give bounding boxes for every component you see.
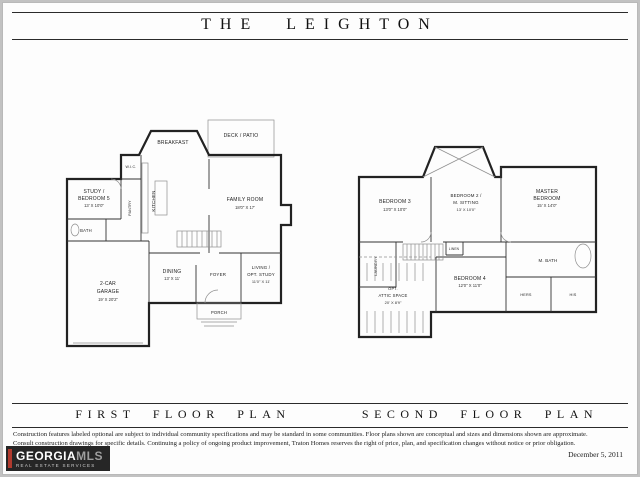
room-dims-bedroom-4: 12'0" X 11'0" <box>458 283 482 288</box>
room-label-laundry: LAUNDRY <box>374 256 378 276</box>
room-label-pantry: PANTRY <box>128 200 132 216</box>
logo-accent-bar <box>8 449 12 468</box>
kitchen-counter <box>141 162 149 234</box>
room-dims-study: 13' X 10'0" <box>84 203 104 208</box>
first-floor-interior-walls <box>67 155 281 303</box>
room-dims-attic-space: 20' X 8'9" <box>385 300 402 305</box>
page-title: THE LEIGHTON <box>201 16 439 33</box>
door-swings <box>420 231 512 243</box>
deck-patio-outline <box>207 119 275 158</box>
room-label-porch: PORCH <box>211 310 227 315</box>
revision-date: December 5, 2011 <box>568 450 623 459</box>
second-floor-plan: BEDROOM 3 13'0" X 10'0" BEDROOM 2 / M. S… <box>357 145 598 339</box>
room-label-master-bedroom-line2: BEDROOM <box>533 196 560 202</box>
room-label-foyer: FOYER <box>210 272 226 277</box>
room-label-attic-opt: OPT. <box>388 286 398 291</box>
room-label-bath: BATH <box>80 228 92 233</box>
room-label-master-bath: M. BATH <box>539 258 558 263</box>
first-floor-caption: FIRST FLOOR PLAN <box>75 407 291 421</box>
first-floor-plan: DECK / PATIO BREAKFAST STUDY / BEDROOM 5… <box>65 119 293 348</box>
room-label-bedroom-2-line2: M. SITTING <box>453 200 479 205</box>
room-label-study: STUDY / <box>83 189 104 195</box>
attic-hatch-lines <box>366 263 424 333</box>
room-label-living-line2: OPT. STUDY <box>247 272 275 277</box>
room-label-study-line2: BEDROOM 5 <box>78 196 110 202</box>
room-label-attic-space: ATTIC SPACE <box>378 293 407 298</box>
room-label-hers-closet: HERS <box>520 293 532 297</box>
room-label-master-bedroom: MASTER <box>536 189 558 195</box>
room-label-bedroom-4: BEDROOM 4 <box>454 276 486 282</box>
logo-text-mls: MLS <box>76 448 104 463</box>
porch-outline <box>196 302 242 327</box>
room-label-bedroom-3: BEDROOM 3 <box>379 199 411 205</box>
door-swings <box>110 178 219 304</box>
room-label-wic: W.I.C. <box>126 165 137 169</box>
disclaimer-text: Construction features labeled optional a… <box>13 430 627 448</box>
room-label-deck-patio: DECK / PATIO <box>224 133 259 139</box>
room-label-bedroom-2: BEDROOM 2 / <box>451 193 483 198</box>
room-label-family-room: FAMILY ROOM <box>227 197 263 203</box>
first-floor-exterior-walls <box>65 129 293 348</box>
room-label-living: LIVING / <box>252 265 271 270</box>
room-label-garage-line2: GARAGE <box>97 289 120 295</box>
captions-divider-top <box>12 403 628 404</box>
staircase <box>176 230 222 248</box>
disclaimer-line-1: Construction features labeled optional a… <box>13 431 588 438</box>
bath-fixture <box>70 223 80 237</box>
room-label-breakfast: BREAKFAST <box>157 140 188 146</box>
logo-text-georgia: GEORGIA <box>16 448 77 463</box>
staircase <box>402 243 444 261</box>
room-dims-bedroom-3: 13'0" X 10'0" <box>383 207 407 212</box>
master-bath-tub <box>574 243 592 269</box>
second-floor-caption: SECOND FLOOR PLAN <box>361 407 599 421</box>
title-divider-bottom <box>12 39 628 40</box>
room-label-dining: DINING <box>163 269 182 275</box>
room-label-linen: LINEN <box>449 247 460 251</box>
captions-divider-bottom <box>12 427 628 428</box>
room-dims-bedroom-2: 13' X 10'0" <box>457 207 477 212</box>
logo-tagline: REAL ESTATE SERVICES <box>16 462 96 468</box>
kitchen-island <box>154 180 168 216</box>
room-label-his-closet: HIS <box>570 293 577 297</box>
room-label-garage: 2-CAR <box>100 281 116 287</box>
disclaimer-line-2: Consult construction drawings for specif… <box>13 440 576 448</box>
room-label-kitchen: KITCHEN <box>151 190 156 211</box>
bay-roof-lines <box>422 146 496 178</box>
room-dims-family-room: 18'0" X 17' <box>235 205 255 210</box>
title-divider-top <box>12 12 628 13</box>
room-dims-master-bedroom: 15' X 14'0" <box>537 203 557 208</box>
room-dims-garage: 19' X 20'2" <box>98 297 118 302</box>
room-dims-dining: 13' X 11' <box>164 276 180 281</box>
room-dims-living: 11'0" X 11' <box>252 279 271 284</box>
second-floor-interior-walls <box>359 167 596 312</box>
